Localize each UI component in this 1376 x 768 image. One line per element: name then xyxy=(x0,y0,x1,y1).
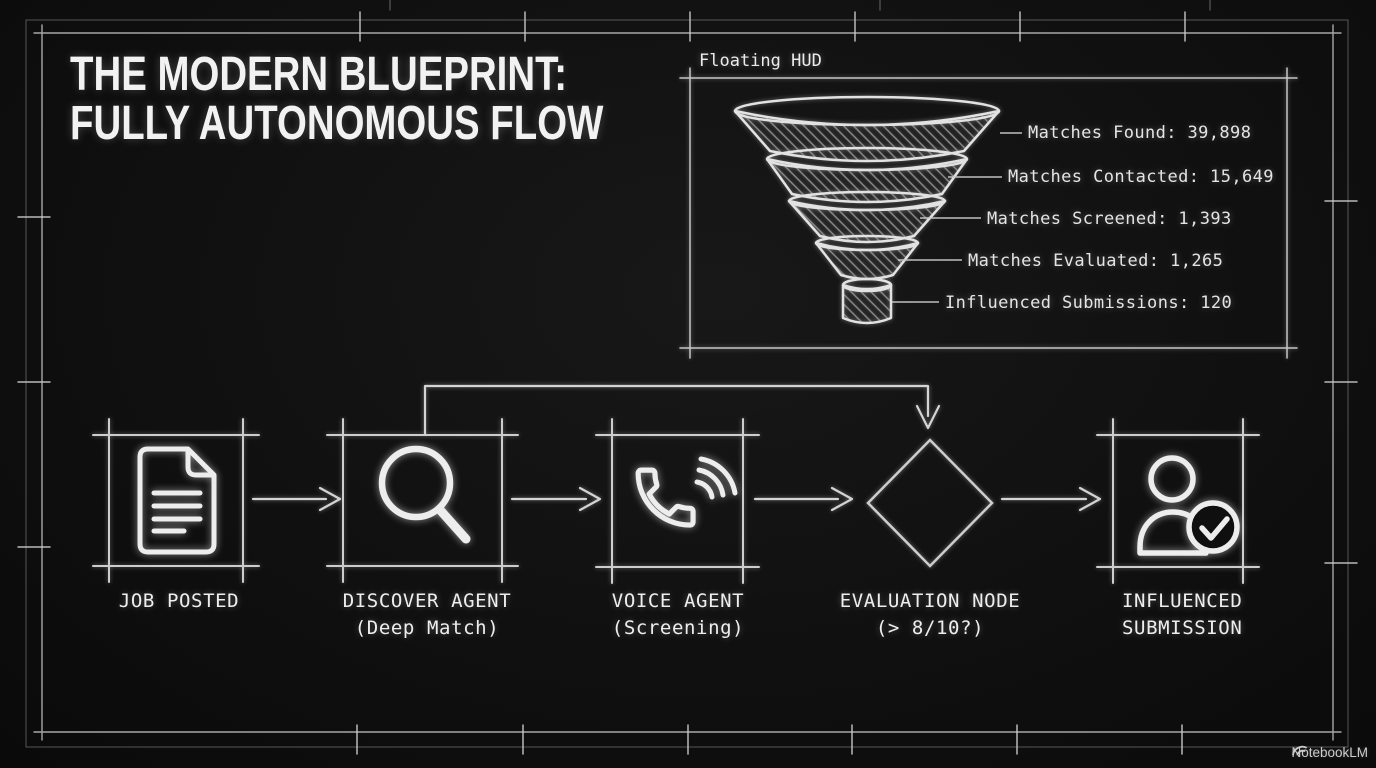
funnel-diagram xyxy=(733,95,1001,325)
flow-arrows xyxy=(251,384,1102,512)
magnifier-icon xyxy=(378,445,471,544)
hud-panel-border xyxy=(679,67,1298,359)
box-voice-agent xyxy=(595,418,760,584)
phone-icon xyxy=(635,456,738,528)
box-influenced-submission xyxy=(1096,418,1260,584)
arrow-2 xyxy=(510,486,602,512)
box-discover-agent xyxy=(326,418,519,583)
funnel-stage-3 xyxy=(787,190,947,244)
funnel-stat-matches-found: Matches Found: 39,898 xyxy=(1028,123,1252,143)
label-voice-agent: VOICE AGENT (Screening) xyxy=(611,590,745,639)
diamond-decision xyxy=(866,438,994,568)
watermark-text: NotebookLM xyxy=(1291,744,1368,760)
flow-node-icons xyxy=(137,445,1240,556)
bypass-arrow xyxy=(423,384,941,436)
funnel-leader-lines xyxy=(892,132,1022,303)
blueprint-frame xyxy=(17,0,1358,755)
funnel-stat-matches-evaluated: Matches Evaluated: 1,265 xyxy=(968,251,1224,271)
funnel-stat-influenced-submissions: Influenced Submissions: 120 xyxy=(945,293,1233,313)
funnel-stage-2 xyxy=(765,146,969,204)
page-title: THE MODERN BLUEPRINT: FULLY AUTONOMOUS F… xyxy=(70,50,603,148)
document-icon xyxy=(137,446,217,555)
label-job-posted: JOB POSTED xyxy=(118,590,240,612)
person-check-icon xyxy=(1137,455,1240,556)
frame-tick-marks xyxy=(17,11,1358,755)
arrow-3 xyxy=(753,486,854,512)
signal-waves-icon xyxy=(694,456,738,500)
funnel-stage-1 xyxy=(733,95,1001,163)
funnel-stat-matches-contacted: Matches Contacted: 15,649 xyxy=(1008,167,1274,187)
label-influenced-submission: INFLUENCED SUBMISSION xyxy=(1122,590,1243,639)
label-evaluation-node: EVALUATION NODE (> 8/10?) xyxy=(839,590,1021,639)
page-title-line1: THE MODERN BLUEPRINT: xyxy=(70,48,568,101)
watermark: NotebookLM xyxy=(1291,742,1368,762)
box-job-posted xyxy=(92,418,260,583)
funnel-stage-4 xyxy=(814,234,920,281)
funnel-stage-5 xyxy=(841,277,893,325)
notebooklm-logo-icon xyxy=(1292,745,1308,756)
funnel-stat-matches-screened: Matches Screened: 1,393 xyxy=(987,209,1232,229)
arrow-1 xyxy=(251,486,342,512)
hud-panel-label: Floating HUD xyxy=(699,51,822,71)
arrow-4 xyxy=(1000,486,1102,512)
flow-node-boxes xyxy=(92,418,1260,584)
page-title-line2: FULLY AUTONOMOUS FLOW xyxy=(70,97,604,150)
label-discover-agent: DISCOVER AGENT (Deep Match) xyxy=(342,590,512,639)
